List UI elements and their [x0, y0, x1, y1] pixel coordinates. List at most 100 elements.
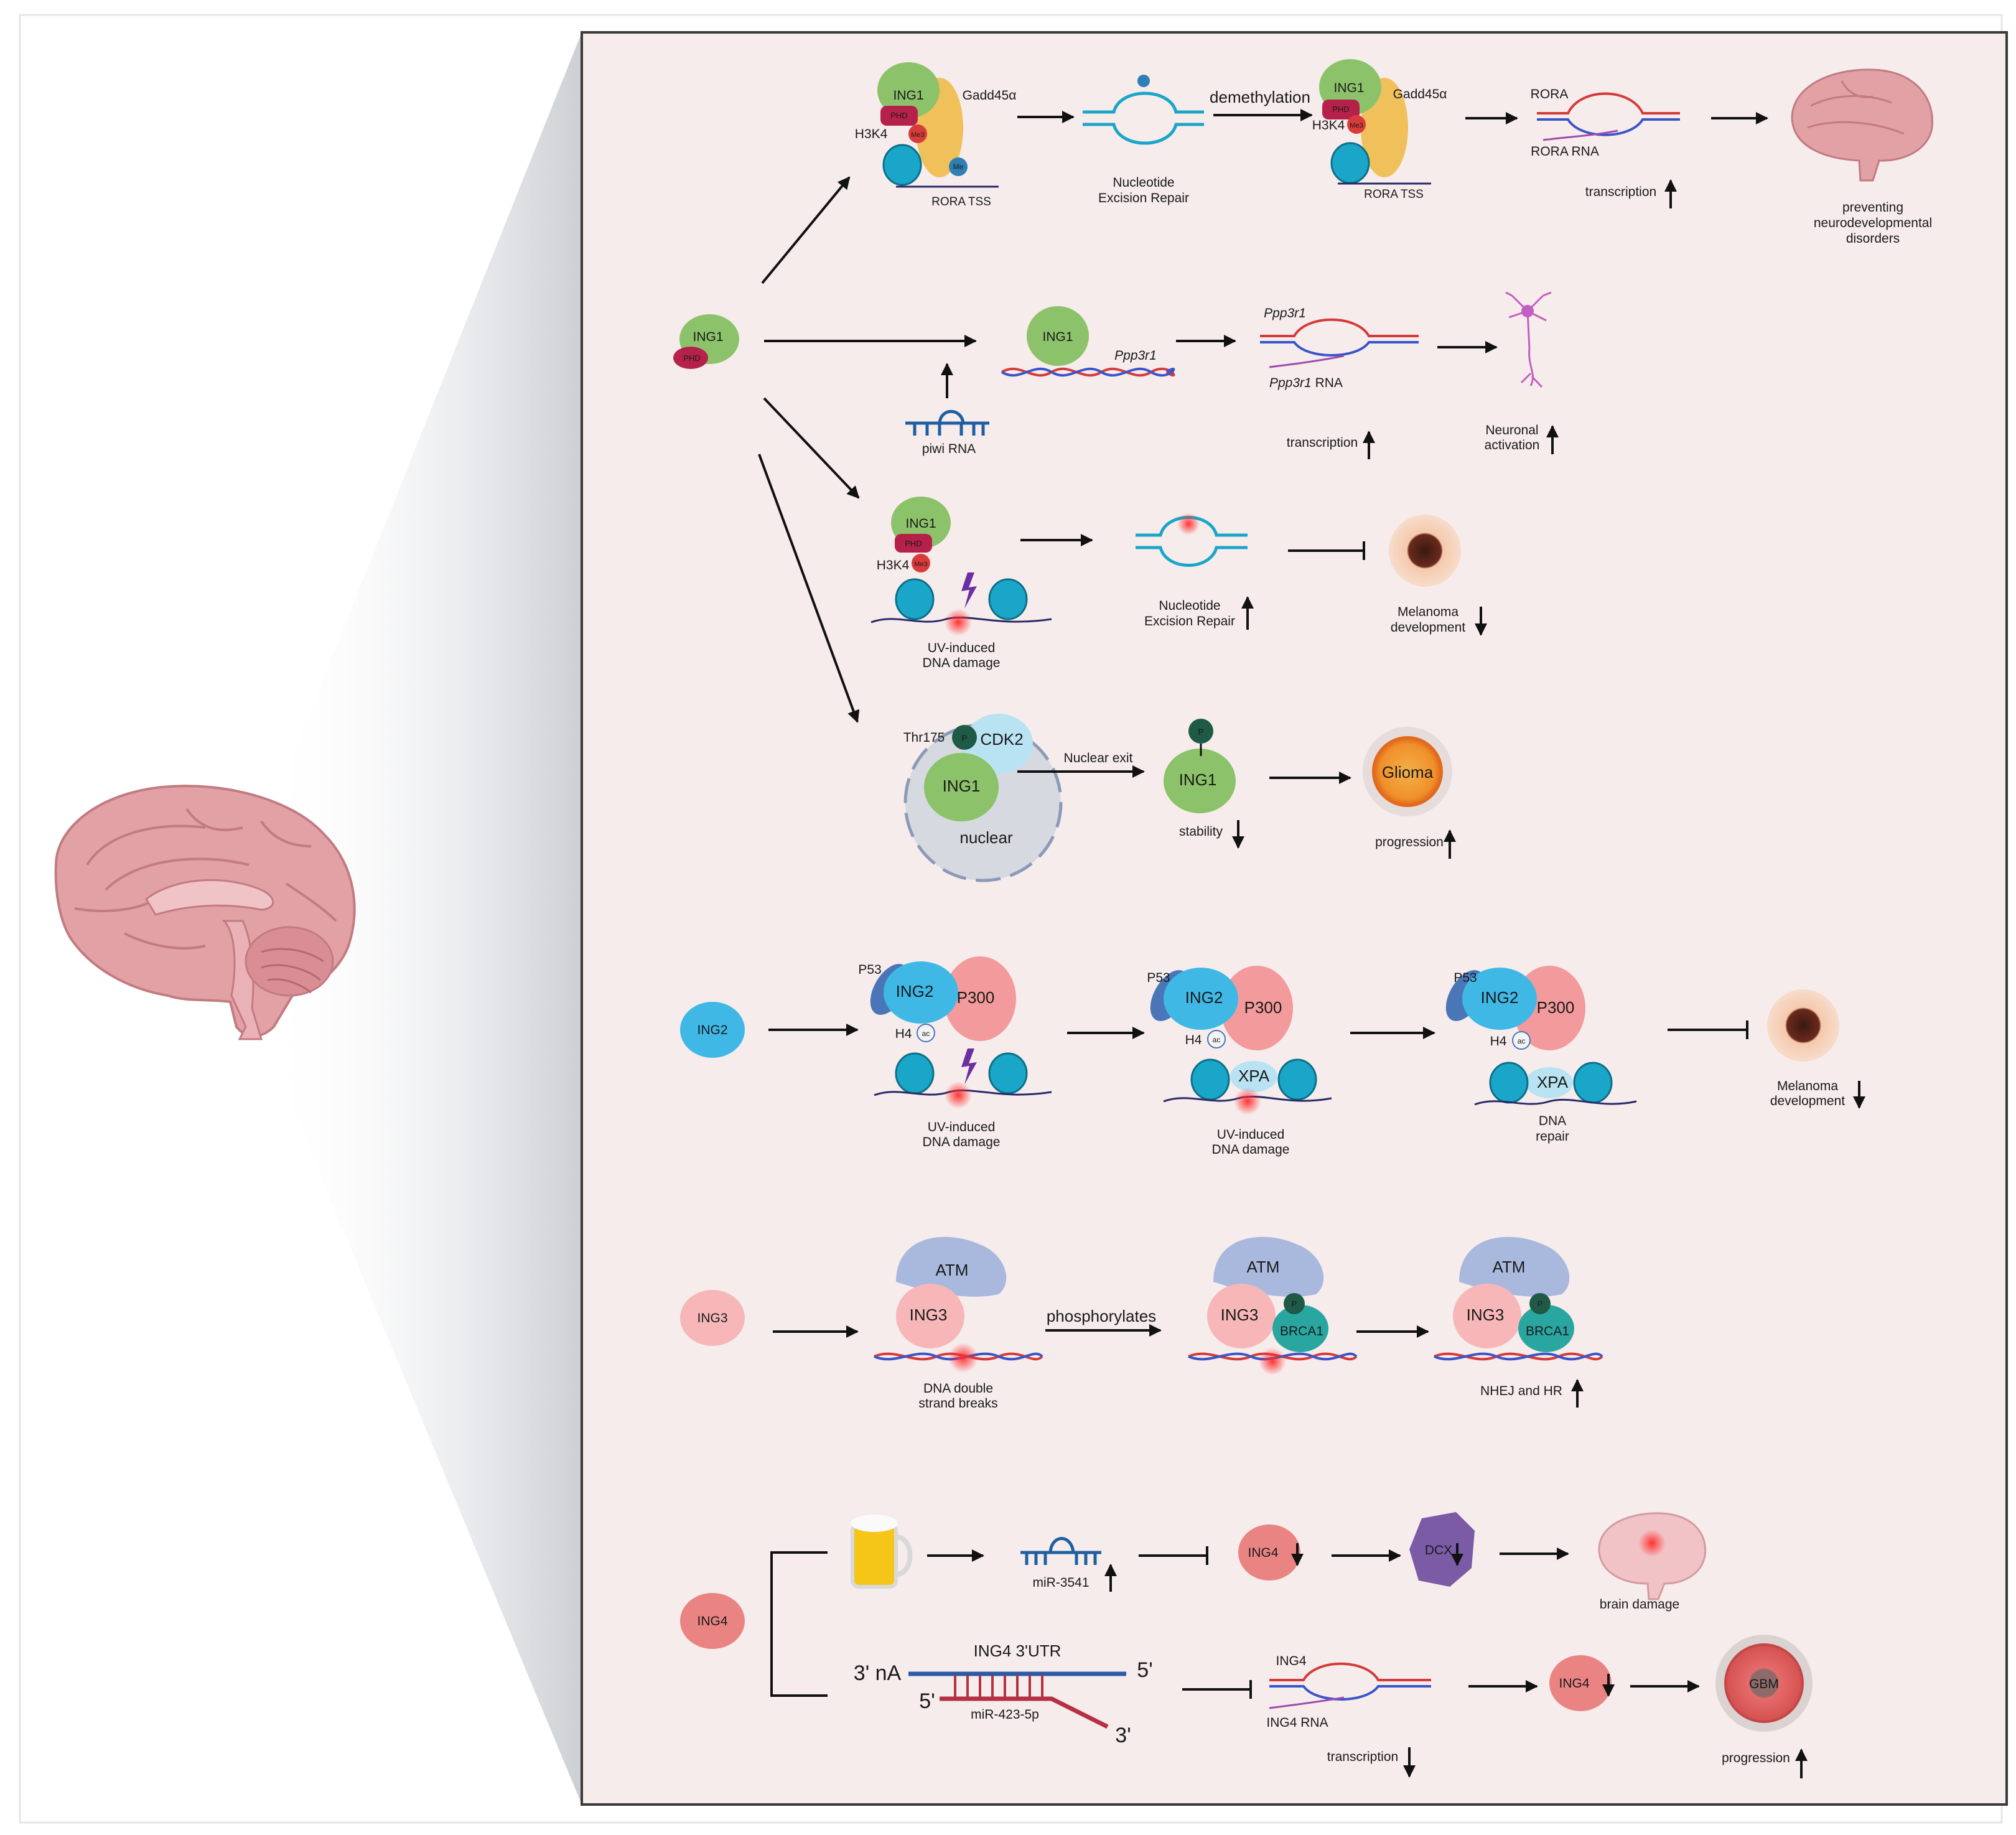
nuclear-label: nuclear	[959, 828, 1013, 847]
ing4-source-label: ING4	[697, 1614, 727, 1628]
row3-me3-label: Me3	[914, 561, 927, 568]
ing4b-label: ING4	[1559, 1676, 1589, 1691]
rora-rna-label: RORA RNA	[1531, 144, 1599, 159]
ing3-atm-brca1-complex-3: ATM ING3 P BRCA1 NHEJ and HR	[1434, 1236, 1603, 1398]
row1b-gadd45-label: Gadd45α	[1393, 87, 1447, 101]
dna-repair-line2: repair	[1536, 1129, 1569, 1144]
zoom-wedge	[261, 32, 582, 1805]
row-ing2a-p53-label: P53	[858, 963, 881, 977]
row1-ner-line2: Excision Repair	[1098, 191, 1189, 205]
nuclear-exit-label: Nuclear exit	[1064, 751, 1133, 765]
row1-h3k4-label: H3K4	[855, 127, 888, 141]
mir423-label: miR-423-5p	[971, 1707, 1039, 1722]
row-ing2b-ac-label: ac	[1213, 1035, 1221, 1044]
lightning-icon	[961, 572, 977, 609]
five-prime-bottom-label: 5'	[919, 1689, 935, 1713]
ppp3r1-top-label: Ppp3r1	[1264, 306, 1306, 320]
ing2-source-label: ING2	[697, 1023, 727, 1037]
row2-transcription-label: transcription	[1287, 436, 1358, 450]
brain-damage-icon: brain damage	[1598, 1512, 1707, 1612]
nhej-label: NHEJ and HR	[1480, 1384, 1562, 1398]
ing2a-uv-line2: DNA damage	[923, 1135, 1001, 1149]
ner-bubble-row1: Nucleotide Excision Repair	[1083, 75, 1204, 205]
ing3-source-label: ING3	[697, 1311, 727, 1325]
row-ing2c-h4-label: H4	[1490, 1034, 1507, 1048]
row-ing2a-ing2-label: ING2	[896, 982, 934, 1001]
ing2-mel-line2: development	[1770, 1094, 1845, 1108]
row1-phd-label: PHD	[890, 111, 907, 120]
ner-bubble-row3: Nucleotide Excision Repair	[1136, 513, 1248, 628]
ing2b-uv-line2: DNA damage	[1212, 1142, 1290, 1157]
gbm-icon: GBM progression	[1715, 1635, 1813, 1765]
row1-ner-line1: Nucleotide	[1113, 175, 1174, 190]
beer-icon	[851, 1515, 913, 1589]
three-prime-bottom-label: 3'	[1115, 1724, 1131, 1747]
neuron-icon: Neuronal activation	[1485, 291, 1552, 452]
ing1-source-phd: PHD	[683, 353, 700, 363]
piwi-rna-label: piwi RNA	[922, 442, 976, 456]
melanoma-icon-row3: Melanoma development	[1389, 515, 1465, 635]
row-ing2c-ing2-label: ING2	[1481, 988, 1519, 1007]
ing2-complex-3: P53 ING2 P300 H4 ac XPA DNA repair	[1445, 966, 1637, 1144]
arrow-ing1-row1	[761, 176, 851, 284]
row-ing2b-xpa-label: XPA	[1238, 1067, 1270, 1085]
rora-transcription-bubble: RORA RORA RNA transcription	[1531, 87, 1680, 199]
brain-icon-outcome: preventing neurodevelopmental disorders	[1791, 68, 1934, 246]
row1b-phd-label: PHD	[1332, 105, 1349, 114]
row3-uv-line1: UV-induced	[928, 641, 996, 655]
ing3b-p-label: P	[1292, 1299, 1297, 1309]
dna-repair-line1: DNA	[1539, 1114, 1566, 1128]
row-ing2c-ac-label: ac	[1518, 1037, 1526, 1045]
ing4-bracket	[770, 1551, 828, 1697]
ing3c-atm-label: ATM	[1493, 1258, 1526, 1276]
row2-ing1-label: ING1	[1042, 330, 1073, 344]
piwi-rna: piwi RNA	[905, 409, 989, 456]
row1-tss-label: RORA TSS	[931, 195, 991, 208]
row3-mel-line1: Melanoma	[1398, 605, 1458, 619]
row-ing2a-ac-label: ac	[922, 1029, 930, 1038]
row1-me3-label: Me3	[911, 131, 924, 139]
ing4-rna-label: ING4 RNA	[1266, 1716, 1328, 1730]
row4-p-label: P	[961, 733, 967, 743]
row-ing2b-h4-label: H4	[1185, 1033, 1202, 1047]
dsb-line1: DNA double	[923, 1381, 993, 1396]
arrow-ing1-row4	[758, 454, 860, 723]
row3-phd-label: PHD	[905, 539, 922, 548]
dsb-line2: strand breaks	[918, 1396, 997, 1411]
mir3541: miR-3541	[1020, 1537, 1101, 1590]
ing1-source-protein: ING1 PHD	[673, 314, 739, 369]
ppp3r1-transcription-bubble: Ppp3r1 Ppp3r1 RNA transcription	[1260, 306, 1419, 450]
row-ing2c-p300-label: P300	[1537, 998, 1575, 1017]
rora-label: RORA	[1531, 87, 1569, 101]
phosphorylates-label: phosphorylates	[1047, 1307, 1156, 1325]
ing1-cdk2-nucleus: Thr175 P CDK2 ING1 nuclear	[903, 714, 1063, 882]
ing3c-brca1-label: BRCA1	[1526, 1324, 1569, 1338]
glioma-label: Glioma	[1382, 763, 1434, 782]
neuronal-line2: activation	[1485, 438, 1540, 452]
ppp3r1-rna-label: Ppp3r1 RNA	[1269, 376, 1343, 390]
row-ing2a-p300-label: P300	[957, 988, 995, 1007]
mir3541-label: miR-3541	[1032, 1576, 1089, 1590]
ing2a-uv-line1: UV-induced	[928, 1120, 996, 1134]
mechanism-panel	[581, 31, 2008, 1806]
phospho-icon	[1188, 719, 1213, 744]
ing2b-uv-line1: UV-induced	[1217, 1128, 1285, 1142]
row1-me-label: Me	[953, 162, 964, 171]
row-ing2b-p53-label: P53	[1147, 971, 1170, 985]
row1b-ing1-label: ING1	[1333, 81, 1364, 95]
dcx-label: DCX	[1425, 1543, 1452, 1557]
row1b-h3k4-label: H3K4	[1312, 118, 1345, 133]
row3-h3k4-label: H3K4	[877, 558, 910, 572]
ing1-uv-complex: ING1 PHD H3K4 Me3 UV-induced DNA damage	[870, 497, 1052, 670]
melanoma-icon-ing2: Melanoma development	[1767, 989, 1845, 1108]
ing4-source-protein: ING4	[680, 1593, 745, 1649]
gbm-label: GBM	[1749, 1677, 1779, 1691]
ing3c-ing3-label: ING3	[1467, 1305, 1505, 1324]
ing1-ppp3r1-binding: ING1 Ppp3r1	[1001, 306, 1175, 377]
thr175-label: Thr175	[903, 731, 945, 745]
ing3b-ing3-label: ING3	[1221, 1305, 1259, 1324]
utr-label: ING4 3'UTR	[974, 1641, 1062, 1660]
row3-uv-line2: DNA damage	[923, 656, 1001, 670]
ing1-phospho-cytoplasm: P ING1 stability	[1164, 719, 1236, 839]
ing3c-p-label: P	[1538, 1299, 1543, 1309]
